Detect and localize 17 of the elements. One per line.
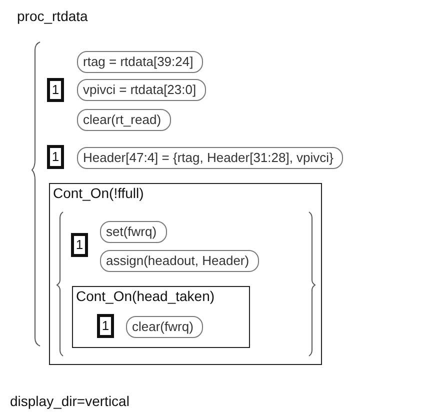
count-box: 1 [47, 145, 64, 169]
container-heading: Cont_On(head_taken) [76, 288, 215, 304]
count-box: 1 [47, 78, 64, 102]
container-box [49, 183, 322, 365]
note: display_dir=vertical [10, 393, 130, 409]
statement-pill: vpivci = rtdata[23:0] [77, 79, 206, 101]
count-box: 1 [97, 314, 114, 338]
count-box: 1 [71, 233, 88, 257]
statement-pill: clear(fwrq) [126, 316, 204, 338]
container-heading: Cont_On(!ffull) [53, 185, 144, 201]
title: proc_rtdata [17, 8, 88, 24]
container-box [72, 286, 250, 348]
statement-pill: rtag = rtdata[39:24] [77, 51, 204, 73]
statement-pill: assign(headout, Header) [100, 250, 260, 272]
statement-pill: clear(rt_read) [77, 109, 172, 131]
statement-pill: Header[47:4] = {rtag, Header[31:28], vpivci} [77, 147, 344, 169]
statement-pill: set(fwrq) [100, 221, 167, 243]
